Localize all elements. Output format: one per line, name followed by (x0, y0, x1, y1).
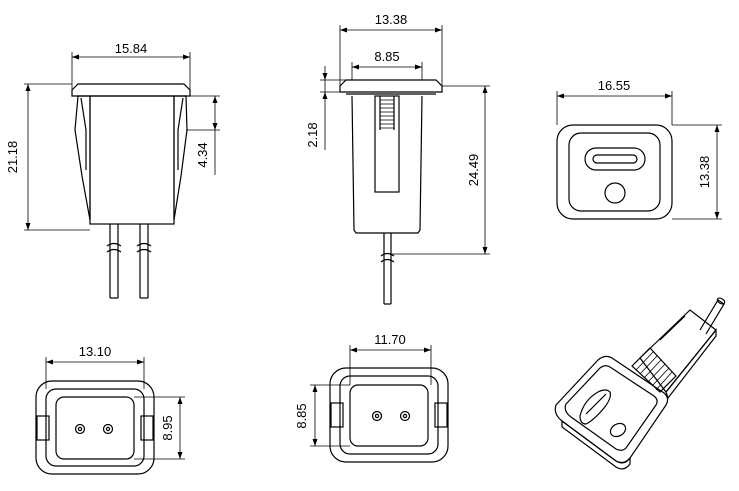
front-view: 15.84 21.18 4.34 (5, 41, 220, 299)
front-width-label: 15.84 (115, 41, 148, 56)
bottom-view-left: 13.10 8.95 (35, 344, 185, 475)
front-height-label: 21.18 (5, 141, 20, 174)
top-view: 16.55 13.38 (556, 78, 722, 220)
side-width-label: 13.38 (375, 12, 408, 27)
side-height-label: 24.49 (466, 154, 481, 187)
front-step-label: 4.34 (195, 142, 210, 167)
bottom-left-height-label: 8.95 (160, 415, 175, 440)
bottom-left-width-label: 13.10 (79, 344, 112, 359)
top-height-label: 13.38 (697, 156, 712, 189)
isometric-view (554, 297, 726, 470)
side-view: 13.38 8.85 2.18 24.49 (305, 12, 490, 305)
side-step-label: 2.18 (305, 122, 320, 147)
bottom-mid-height-label: 8.85 (294, 403, 309, 428)
bottom-mid-width-label: 11.70 (374, 332, 406, 347)
side-inner-label: 8.85 (374, 49, 399, 64)
bottom-view-middle: 11.70 8.85 (294, 332, 449, 463)
top-width-label: 16.55 (598, 78, 631, 93)
